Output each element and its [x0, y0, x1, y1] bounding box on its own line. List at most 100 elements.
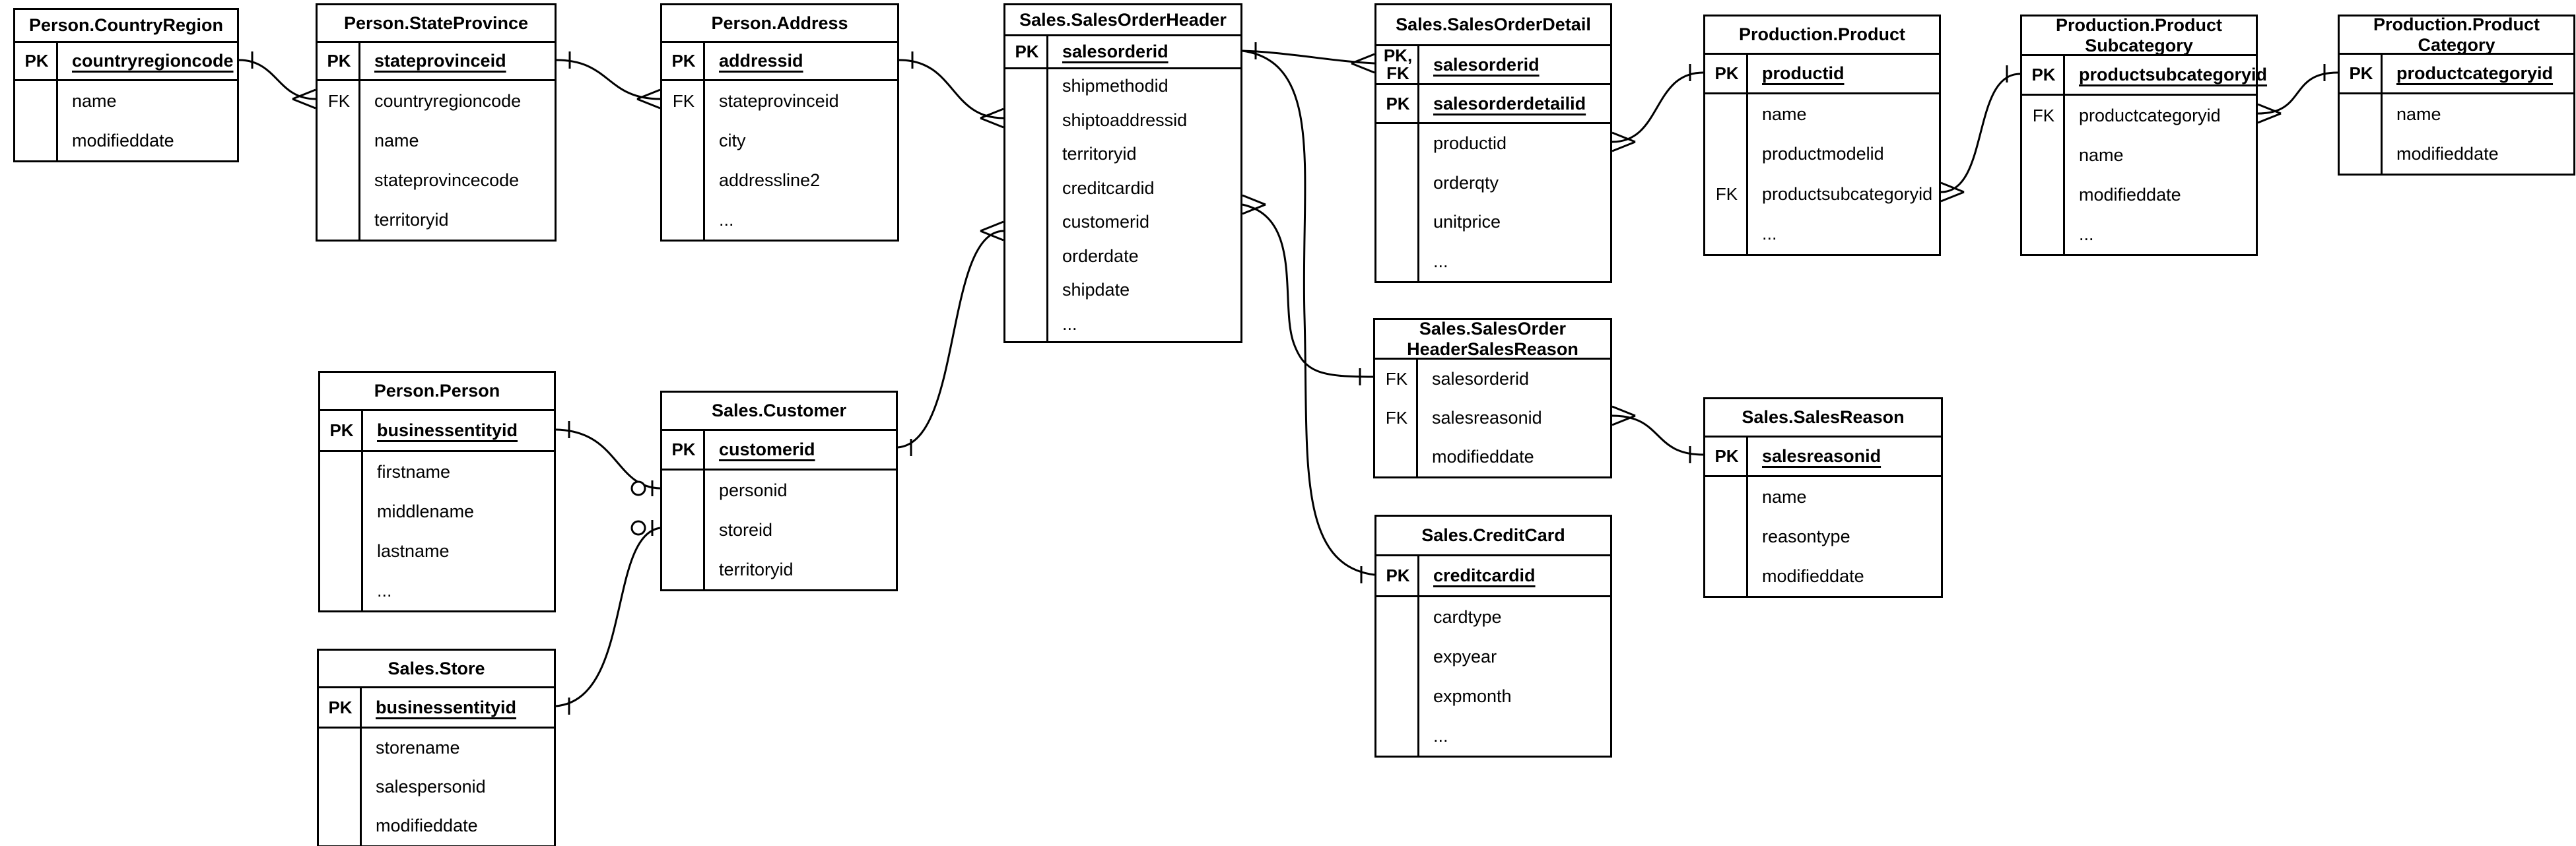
entity-title-line: Person.Address — [711, 13, 848, 33]
attribute-row: salespersonid — [319, 767, 554, 806]
attribute-cell: addressid — [705, 51, 897, 71]
many-crowfoot-marker — [292, 88, 316, 110]
relationship-customer-salesorderheader — [897, 220, 1004, 456]
attribute-row: name — [2022, 135, 2256, 175]
attribute-name: territoryid — [374, 209, 449, 230]
attribute-name: storeid — [719, 519, 773, 540]
key-indicator: FK — [1375, 409, 1418, 427]
key-indicator: FK — [318, 92, 360, 110]
attribute-row: ... — [662, 200, 897, 240]
entity-title-line: Sales.Store — [388, 658, 485, 678]
many-crowfoot-marker — [1611, 405, 1636, 426]
relationship-headersalesreason-salesreason — [1611, 405, 1704, 463]
entity-title: Person.CountryRegion — [15, 10, 237, 43]
key-column-divider — [361, 411, 363, 610]
entity-title: Sales.Customer — [662, 393, 896, 431]
attribute-cell: expyear — [1419, 647, 1610, 667]
attribute-name: ... — [1433, 725, 1448, 746]
attribute-cell: cardtype — [1419, 607, 1610, 628]
attribute-name: lastname — [377, 540, 450, 561]
relationship-line — [238, 59, 316, 100]
attribute-cell: ... — [2065, 224, 2256, 245]
entity-title-line: HeaderSalesReason — [1407, 339, 1578, 359]
key-indicator-text: FK — [1385, 408, 1408, 428]
key-column-divider — [703, 431, 705, 589]
attribute-cell: middlename — [363, 502, 554, 522]
attribute-name: productcategoryid — [2079, 105, 2221, 125]
attribute-row: ... — [1376, 242, 1610, 282]
attribute-name: salesorderid — [1432, 369, 1530, 389]
entity-title-line: Sales.Customer — [711, 401, 847, 421]
attribute-name: stateprovinceid — [719, 90, 839, 111]
attribute-row: addressline2 — [662, 160, 897, 200]
relationship-line — [1242, 49, 1375, 65]
attribute-cell: salesorderid — [1419, 55, 1610, 75]
zero-circle-marker — [630, 480, 646, 496]
key-indicator: PK — [1376, 567, 1419, 585]
attribute-name: modifieddate — [1762, 566, 1864, 586]
attribute-cell: ... — [1748, 224, 1939, 244]
entity-title-line: Production.Product — [2373, 15, 2540, 35]
attribute-row: reasontype — [1705, 517, 1941, 556]
primary-key-attribute-name: stateprovinceid — [374, 51, 506, 71]
attribute-cell: personid — [705, 480, 896, 501]
relationship-line — [898, 59, 1004, 119]
attribute-name: shipdate — [1062, 280, 1130, 300]
attribute-cell: storeid — [705, 520, 896, 540]
many-crowfoot-marker — [1611, 131, 1636, 152]
attribute-row: middlename — [320, 492, 554, 531]
attribute-name: storename — [376, 738, 460, 758]
entity-title: Sales.SalesReason — [1705, 399, 1941, 438]
relationship-line — [555, 527, 661, 707]
attribute-cell: modifieddate — [1748, 566, 1941, 587]
attribute-name: orderdate — [1062, 245, 1139, 266]
key-indicator: FK — [1705, 185, 1748, 203]
attribute-row: orderqty — [1376, 164, 1610, 203]
primary-key-attribute-name: salesorderid — [1433, 54, 1540, 75]
attribute-row: territoryid — [318, 200, 555, 240]
attribute-cell: reasontype — [1748, 527, 1941, 547]
attribute-cell: name — [2065, 145, 2256, 166]
attribute-cell: modifieddate — [2065, 185, 2256, 205]
attribute-cell: salesorderid — [1418, 369, 1610, 389]
attribute-name: name — [1762, 104, 1807, 124]
attribute-row: shipdate — [1005, 273, 1240, 308]
attribute-name: name — [2079, 145, 2124, 165]
entity-title: Person.Address — [662, 5, 897, 43]
key-column-divider — [358, 43, 360, 240]
attribute-cell: ... — [1419, 726, 1610, 746]
attribute-cell: firstname — [363, 462, 554, 482]
attribute-row: stateprovincecode — [318, 160, 555, 200]
attribute-name: personid — [719, 480, 788, 500]
attribute-cell: storename — [362, 738, 554, 758]
key-indicator-text: PK — [2349, 63, 2373, 84]
relationship-line — [555, 428, 661, 490]
attribute-name: addressline2 — [719, 170, 821, 190]
key-column-divider — [56, 43, 58, 160]
entity-title: Sales.SalesOrderDetail — [1376, 5, 1610, 46]
attribute-cell: productsubcategoryid — [1748, 184, 1939, 205]
key-indicator-text: PK — [1015, 42, 1039, 62]
attribute-cell: stateprovinceid — [360, 51, 555, 71]
attribute-cell: salesorderdetailid — [1419, 94, 1610, 114]
relationship-line — [556, 59, 661, 100]
attribute-name: salespersonid — [376, 777, 486, 797]
attribute-row: lastname — [320, 531, 554, 571]
key-column-divider — [1416, 360, 1418, 476]
primary-key-attribute-name: productsubcategoryid — [2079, 65, 2268, 84]
key-indicator: PK — [1705, 65, 1748, 82]
many-crowfoot-marker — [1940, 181, 1965, 203]
relationship-stateprovince-address — [556, 51, 661, 110]
key-indicator-text: PK — [671, 51, 696, 71]
attribute-cell: unitprice — [1419, 212, 1610, 232]
primary-key-attribute-name: productid — [1762, 63, 1845, 83]
